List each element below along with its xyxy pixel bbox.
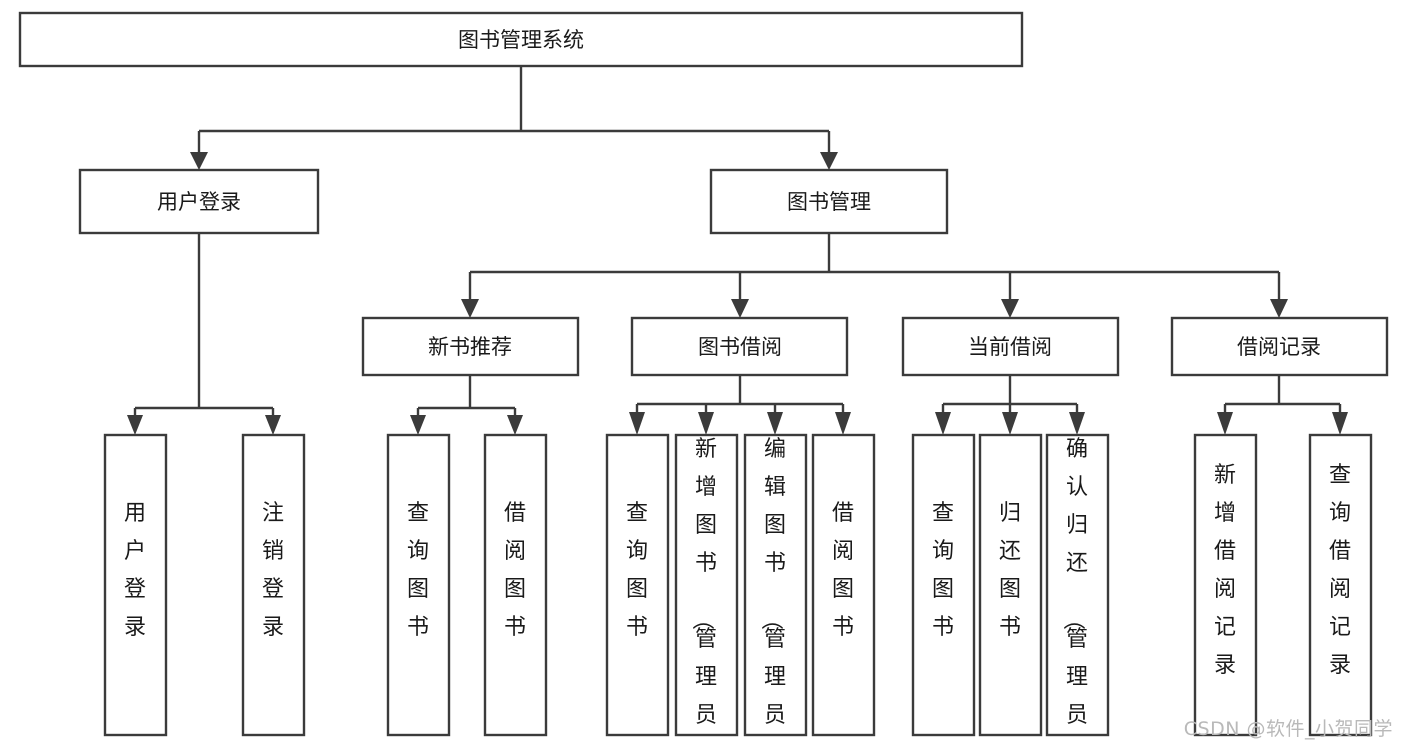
leaf-add-book-admin[interactable]: 新增图书（管理员） bbox=[674, 433, 739, 747]
node-new-book-recommendation-box[interactable] bbox=[361, 316, 580, 377]
leaf-edit-book-admin[interactable]: 编辑图书（管理员） bbox=[743, 433, 808, 747]
node-current-borrowing-label: 当前借阅 bbox=[968, 335, 1052, 359]
leaf-query-books-recommend-box[interactable] bbox=[386, 433, 451, 737]
leaf-add-borrow-record-label: 新增借阅记录 bbox=[1214, 463, 1236, 678]
leaf-add-borrow-record-box[interactable] bbox=[1193, 433, 1258, 737]
root-node-book-management-system[interactable]: 图书管理系统 bbox=[18, 11, 1024, 68]
arrow-bm-to-records bbox=[1270, 299, 1288, 318]
connector-layer bbox=[127, 67, 1348, 435]
leaf-query-books-borrowing-box[interactable] bbox=[605, 433, 670, 737]
leaf-user-login-box[interactable] bbox=[103, 433, 168, 737]
node-user-login[interactable]: 用户登录 bbox=[78, 168, 320, 235]
arrow-cb-leaf-2 bbox=[1002, 412, 1018, 435]
arrow-bm-to-current bbox=[1001, 299, 1019, 318]
leaf-borrow-books-recommend-label: 借阅图书 bbox=[504, 501, 526, 640]
leaf-logout[interactable]: 注销登录 bbox=[241, 433, 306, 737]
leaf-query-books-current-box[interactable] bbox=[911, 433, 976, 737]
node-book-borrowing-box[interactable] bbox=[630, 316, 849, 377]
arrow-ul-leaf-1 bbox=[127, 415, 143, 435]
leaf-query-books-borrowing-label: 查询图书 bbox=[626, 501, 648, 640]
arrow-bb-leaf-3 bbox=[767, 412, 783, 435]
root-node-box[interactable] bbox=[18, 11, 1024, 68]
node-borrow-records-label: 借阅记录 bbox=[1237, 335, 1321, 359]
node-book-borrowing-label: 图书借阅 bbox=[698, 335, 782, 359]
arrow-bm-to-newbook bbox=[461, 299, 479, 318]
node-current-borrowing[interactable]: 当前借阅 bbox=[901, 316, 1120, 377]
leaf-query-books-current[interactable]: 查询图书 bbox=[911, 433, 976, 737]
leaf-confirm-return-admin-box[interactable] bbox=[1045, 433, 1110, 737]
arrow-cb-leaf-1 bbox=[935, 412, 951, 435]
csdn-watermark: CSDN @软件_小贺同学 bbox=[1183, 718, 1393, 740]
arrow-br-leaf-1 bbox=[1217, 412, 1233, 435]
leaf-add-borrow-record[interactable]: 新增借阅记录 bbox=[1193, 433, 1258, 737]
leaf-query-borrow-record-label: 查询借阅记录 bbox=[1329, 463, 1351, 678]
arrow-root-to-user-login bbox=[190, 152, 208, 170]
leaf-query-books-recommend[interactable]: 查询图书 bbox=[386, 433, 451, 737]
node-book-management[interactable]: 图书管理 bbox=[709, 168, 949, 235]
leaf-query-books-borrowing[interactable]: 查询图书 bbox=[605, 433, 670, 737]
leaf-borrow-books-recommend-box[interactable] bbox=[483, 433, 548, 737]
arrow-bb-leaf-4 bbox=[835, 412, 851, 435]
leaf-query-books-current-label: 查询图书 bbox=[932, 501, 954, 640]
arrow-nb-leaf-2 bbox=[507, 415, 523, 435]
leaf-edit-book-admin-label: 编辑图书（管理员） bbox=[758, 437, 786, 747]
node-borrow-records[interactable]: 借阅记录 bbox=[1170, 316, 1389, 377]
leaf-add-book-admin-box[interactable] bbox=[674, 433, 739, 737]
arrow-nb-leaf-1 bbox=[410, 415, 426, 435]
node-new-book-recommendation[interactable]: 新书推荐 bbox=[361, 316, 580, 377]
node-user-login-box[interactable] bbox=[78, 168, 320, 235]
arrow-br-leaf-2 bbox=[1332, 412, 1348, 435]
leaf-borrow-books-borrowing-label: 借阅图书 bbox=[832, 501, 854, 640]
leaf-confirm-return-admin-label: 确认归还（管理员） bbox=[1060, 437, 1088, 747]
arrow-bb-leaf-2 bbox=[698, 412, 714, 435]
leaf-borrow-books-recommend[interactable]: 借阅图书 bbox=[483, 433, 548, 737]
node-borrow-records-box[interactable] bbox=[1170, 316, 1389, 377]
node-user-login-label: 用户登录 bbox=[157, 190, 241, 214]
leaf-add-book-admin-label: 新增图书（管理员） bbox=[689, 437, 717, 747]
leaf-borrow-books-borrowing[interactable]: 借阅图书 bbox=[811, 433, 876, 737]
leaf-return-books-box[interactable] bbox=[978, 433, 1043, 737]
node-book-management-label: 图书管理 bbox=[787, 190, 871, 214]
arrow-bb-leaf-1 bbox=[629, 412, 645, 435]
leaf-return-books-label: 归还图书 bbox=[999, 501, 1021, 640]
leaf-confirm-return-admin[interactable]: 确认归还（管理员） bbox=[1045, 433, 1110, 747]
node-current-borrowing-box[interactable] bbox=[901, 316, 1120, 377]
leaf-edit-book-admin-box[interactable] bbox=[743, 433, 808, 737]
node-book-management-box[interactable] bbox=[709, 168, 949, 235]
leaf-logout-label: 注销登录 bbox=[262, 501, 284, 640]
leaf-return-books[interactable]: 归还图书 bbox=[978, 433, 1043, 737]
root-node-label: 图书管理系统 bbox=[458, 28, 584, 52]
leaf-logout-box[interactable] bbox=[241, 433, 306, 737]
arrow-root-to-book-management bbox=[820, 152, 838, 170]
leaf-query-books-recommend-label: 查询图书 bbox=[407, 501, 429, 640]
leaf-query-borrow-record-box[interactable] bbox=[1308, 433, 1373, 737]
leaf-user-login[interactable]: 用户登录 bbox=[103, 433, 168, 737]
node-new-book-recommendation-label: 新书推荐 bbox=[428, 335, 512, 359]
arrow-cb-leaf-3 bbox=[1069, 412, 1085, 435]
leaf-user-login-label: 用户登录 bbox=[124, 501, 146, 640]
node-book-borrowing[interactable]: 图书借阅 bbox=[630, 316, 849, 377]
arrow-ul-leaf-2 bbox=[265, 415, 281, 435]
leaf-query-borrow-record[interactable]: 查询借阅记录 bbox=[1308, 433, 1373, 737]
leaf-borrow-books-borrowing-box[interactable] bbox=[811, 433, 876, 737]
arrow-bm-to-borrowing bbox=[731, 299, 749, 318]
